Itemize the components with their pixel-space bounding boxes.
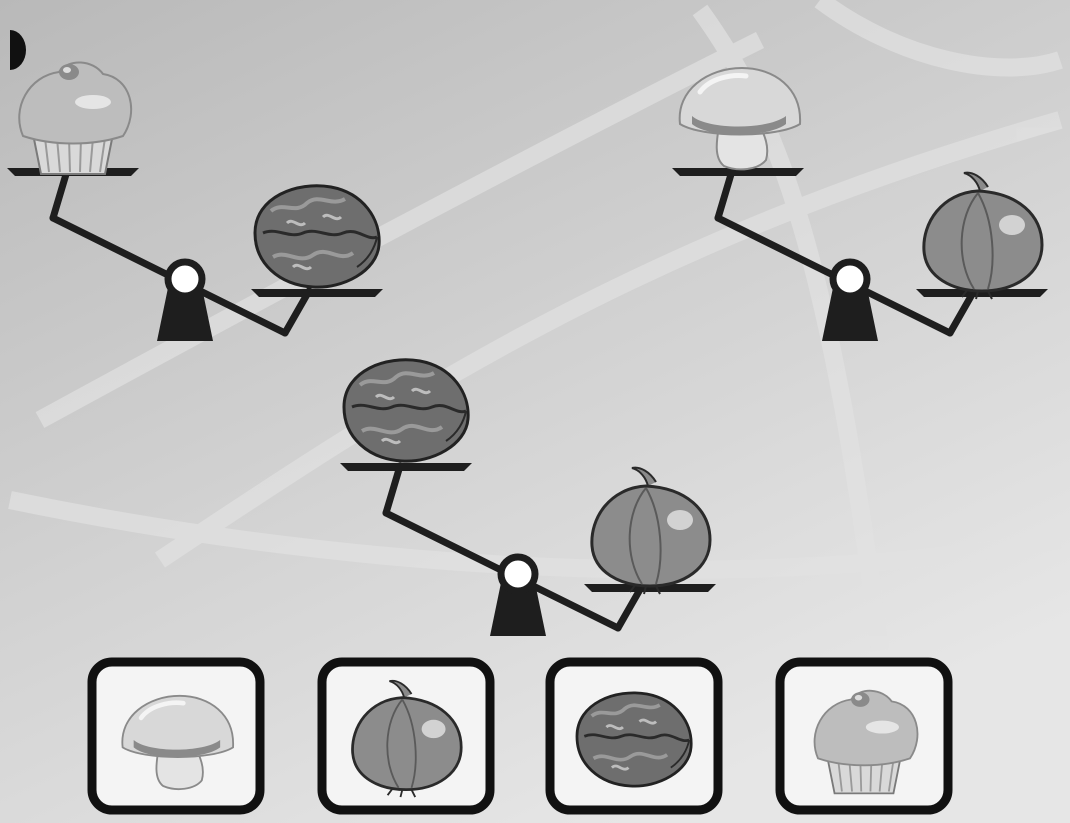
scale-cupcake-vs-walnut	[7, 61, 383, 341]
scale-pivot	[829, 258, 871, 300]
scale-stand	[822, 283, 878, 341]
answer-choice-cupcake[interactable]	[775, 657, 953, 815]
scale-mushroom-vs-onion	[672, 68, 1048, 341]
scale-left-pan	[340, 463, 472, 471]
scale-pivot	[164, 258, 206, 300]
edge-mark	[10, 30, 26, 70]
scale-right-pan	[251, 289, 383, 297]
answer-choice-onion[interactable]	[317, 657, 495, 815]
scale-right-pan	[916, 289, 1048, 297]
scale-right-post	[946, 287, 978, 337]
scale-walnut-vs-onion	[340, 357, 716, 636]
scale-stand	[490, 578, 546, 636]
answer-choice-walnut[interactable]	[545, 657, 723, 815]
scale-right-post	[281, 287, 313, 337]
walnut-icon	[575, 691, 694, 788]
scale-pivot	[497, 553, 539, 595]
walnut-icon	[342, 357, 471, 464]
answer-choices	[87, 657, 953, 815]
scale-right-pan	[584, 584, 716, 592]
walnut-icon	[253, 183, 382, 290]
scale-left-post	[49, 167, 71, 222]
scale-stand	[157, 283, 213, 341]
scale-right-post	[614, 582, 646, 632]
scale-left-post	[714, 167, 736, 222]
scales-layer	[7, 61, 1048, 636]
answer-choice-mushroom[interactable]	[87, 657, 265, 815]
scale-left-pan	[672, 168, 804, 176]
scale-left-post	[382, 462, 404, 517]
